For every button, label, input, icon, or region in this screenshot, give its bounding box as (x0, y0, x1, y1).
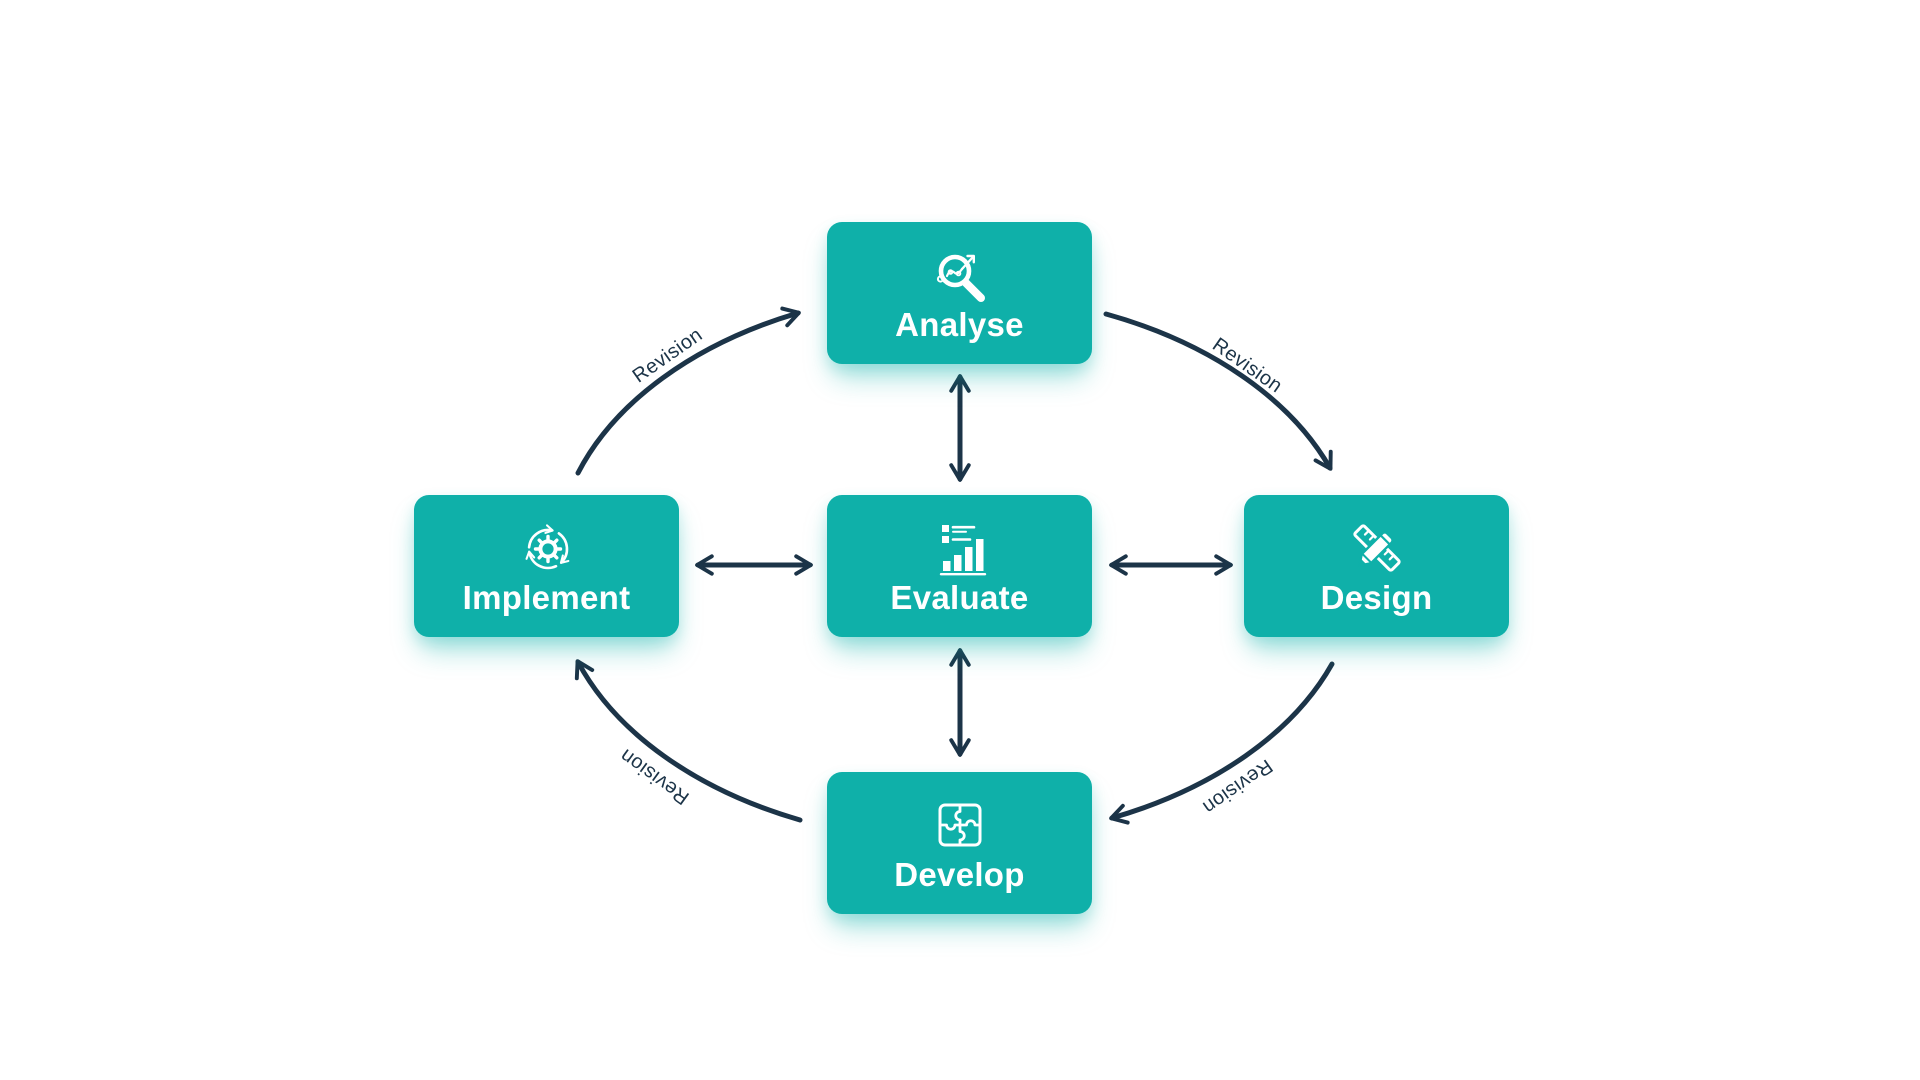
revision-label-design-develop: Revision (1198, 754, 1277, 819)
node-label-develop: Develop (894, 855, 1025, 893)
gear-cycle-icon (517, 518, 577, 578)
ruler-pencil-icon (1347, 518, 1407, 578)
bar-chart-icon (930, 518, 990, 578)
magnifier-trend-icon (930, 245, 990, 305)
node-label-evaluate: Evaluate (890, 578, 1029, 616)
revision-label-implement-analyse: Revision (628, 323, 707, 388)
node-label-implement: Implement (462, 578, 631, 616)
node-label-design: Design (1320, 578, 1433, 616)
node-evaluate: Evaluate (827, 495, 1092, 637)
revision-label-analyse-design: Revision (1208, 333, 1287, 398)
node-design: Design (1244, 495, 1509, 637)
node-analyse: Analyse (827, 222, 1092, 364)
node-implement: Implement (414, 495, 679, 637)
puzzle-icon (930, 795, 990, 855)
revision-label-develop-implement: Revision (615, 744, 694, 809)
node-label-analyse: Analyse (895, 305, 1024, 343)
node-develop: Develop (827, 772, 1092, 914)
